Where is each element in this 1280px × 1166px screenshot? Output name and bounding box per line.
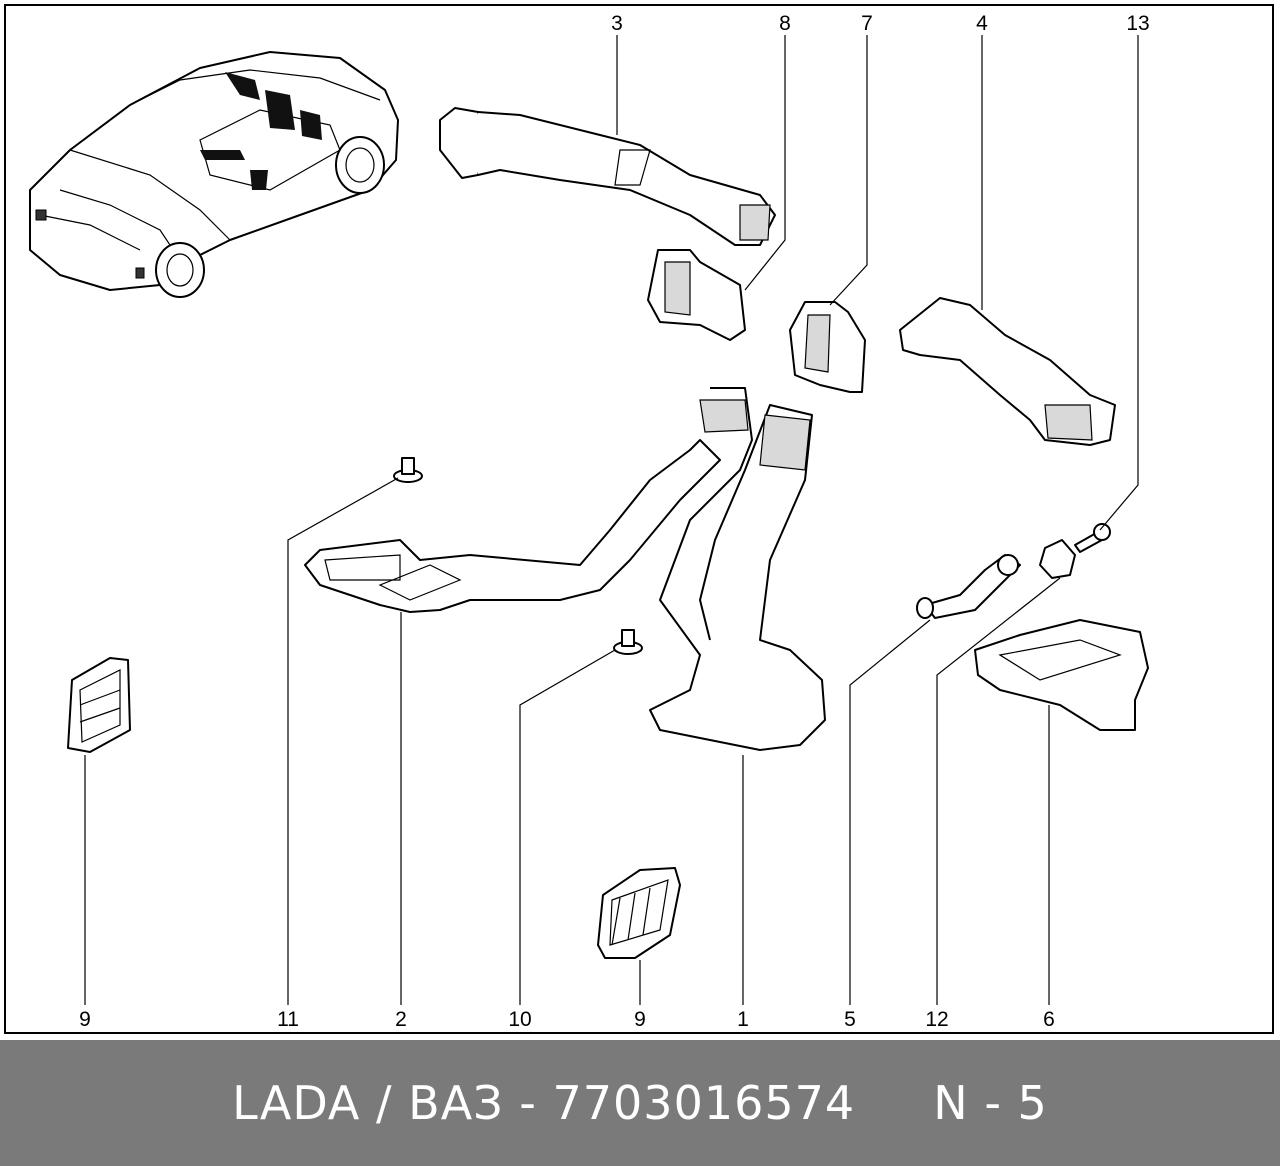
- part-13-screw: [1074, 523, 1111, 553]
- part-9-vent-grille-bottom: [597, 867, 681, 959]
- car-overview-illustration: [29, 51, 399, 298]
- part-10-clip: [613, 629, 643, 655]
- part-11-clip: [393, 457, 423, 483]
- part-3-air-duct: [439, 107, 776, 246]
- footer-bar: LADA / ВАЗ - 7703016574 N - 5: [0, 1040, 1280, 1166]
- callout-2: 2: [395, 1008, 407, 1031]
- part-5-hose: [916, 554, 1021, 619]
- part-1-rear-floor-duct: [649, 387, 826, 751]
- callout-12: 12: [925, 1008, 948, 1031]
- part-9-vent-grille-left: [67, 657, 131, 753]
- part-number-caption: LADA / ВАЗ - 7703016574 N - 5: [232, 1076, 1048, 1130]
- parts-diagram: 3 8 7 4 13 9 11 2 10 9 1 5 12 6: [4, 4, 1274, 1034]
- callout-1: 1: [737, 1008, 749, 1031]
- part-4-air-duct: [899, 297, 1116, 446]
- callout-7: 7: [861, 12, 873, 35]
- callout-11: 11: [277, 1008, 299, 1031]
- callout-3: 3: [611, 12, 623, 35]
- callout-13: 13: [1126, 12, 1149, 35]
- diagram-frame: [4, 4, 1274, 1034]
- part-6-bracket: [974, 619, 1149, 731]
- part-12-clip: [1039, 539, 1076, 579]
- callout-4: 4: [976, 12, 988, 35]
- callout-9-left: 9: [79, 1008, 91, 1031]
- callout-6: 6: [1043, 1008, 1055, 1031]
- callout-10: 10: [508, 1008, 531, 1031]
- callout-8: 8: [779, 12, 791, 35]
- callout-5: 5: [844, 1008, 856, 1031]
- part-7-duct-adapter: [789, 301, 866, 393]
- callout-9-bottom: 9: [634, 1008, 646, 1031]
- part-2-front-floor-duct: [304, 439, 721, 613]
- part-8-duct-adapter: [647, 249, 746, 341]
- leader-lines: [84, 35, 1139, 1005]
